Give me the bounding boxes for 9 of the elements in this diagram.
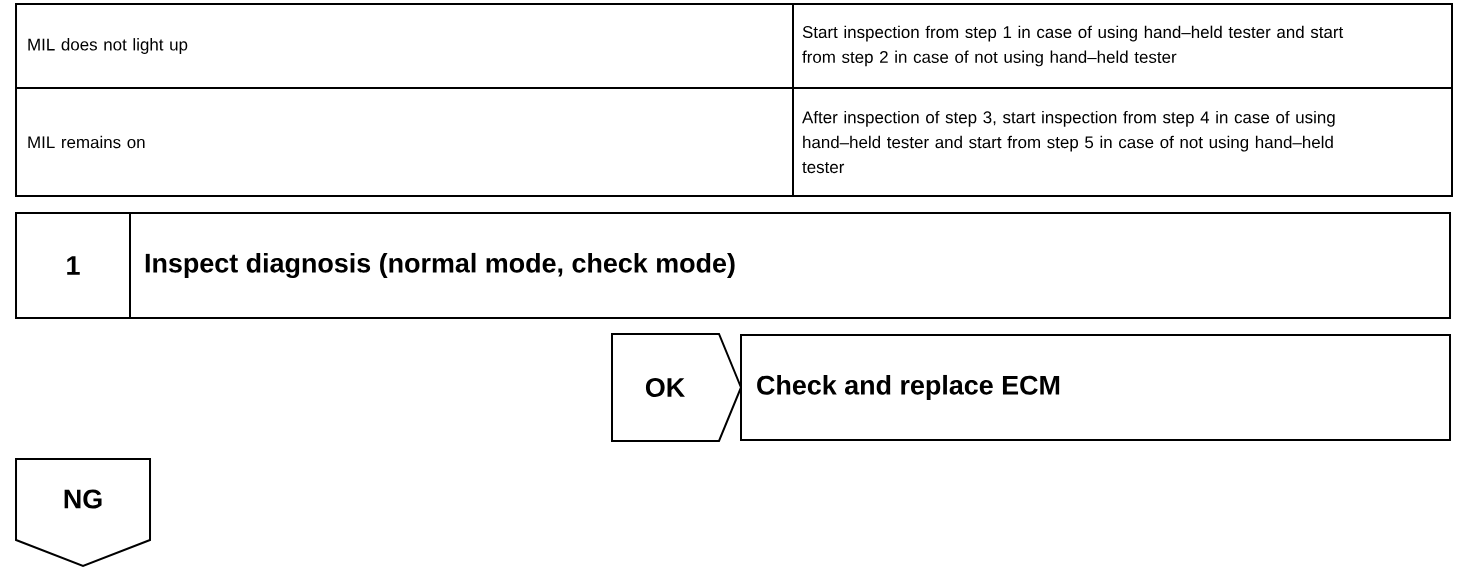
table-cell-text: After inspection of step 3, start inspection from step 4 in case of using hand–held tester and start from step 5 in case of not using hand–held tester: [802, 110, 1335, 174]
table-cell-text: MIL does not light up: [28, 38, 188, 54]
result-chevron: NG: [15, 458, 151, 568]
table-cell-text: MIL remains on: [28, 135, 145, 149]
action-box: Check and replace ECM: [740, 334, 1451, 441]
table-cell-text: Start inspection from step 1 in case of using hand–held tester and start from step 2 in case of not using hand–held tester: [802, 25, 1344, 67]
step-box: 1 Inspect diagnosis (normal mode, check mode): [15, 212, 1451, 319]
result-chevron: [611, 333, 743, 442]
edge-label: OK: [645, 377, 685, 397]
